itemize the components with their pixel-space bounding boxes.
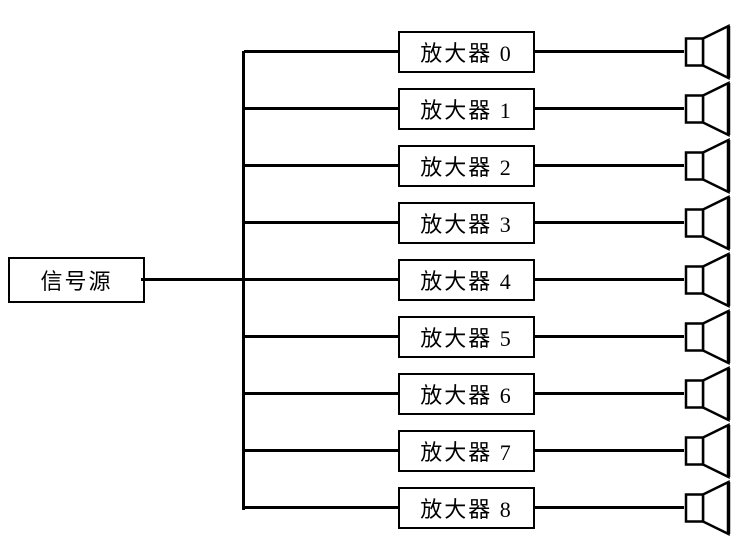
amplifier-box: 放大器 0 — [398, 31, 535, 73]
bus-branch-line — [244, 107, 398, 110]
speaker-line — [535, 335, 684, 338]
bus-branch-line — [244, 164, 398, 167]
amplifier-label: 放大器 4 — [420, 269, 513, 294]
speaker-icon — [684, 24, 731, 80]
amplifier-row: 放大器 4 — [0, 252, 740, 308]
amplifier-label: 放大器 0 — [420, 41, 513, 66]
amplifier-row: 放大器 8 — [0, 480, 740, 536]
bus-branch-line — [244, 392, 398, 395]
amplifier-box: 放大器 4 — [398, 259, 535, 301]
amplifier-row: 放大器 5 — [0, 309, 740, 365]
amplifier-label: 放大器 2 — [420, 155, 513, 180]
amplifier-label: 放大器 6 — [420, 383, 513, 408]
speaker-icon — [684, 81, 731, 137]
speaker-icon — [684, 423, 731, 479]
speaker-line — [535, 107, 684, 110]
speaker-line — [535, 164, 684, 167]
amplifier-box: 放大器 7 — [398, 430, 535, 472]
amplifier-row: 放大器 0 — [0, 24, 740, 80]
signal-source-box: 信号源 — [8, 257, 145, 303]
amplifier-box: 放大器 5 — [398, 316, 535, 358]
amplifier-row: 放大器 2 — [0, 138, 740, 194]
amplifier-box: 放大器 2 — [398, 145, 535, 187]
amplifier-box: 放大器 6 — [398, 373, 535, 415]
amplifier-label: 放大器 5 — [420, 326, 513, 351]
amplifier-row: 放大器 7 — [0, 423, 740, 479]
bus-branch-line — [244, 449, 398, 452]
amplifier-label: 放大器 7 — [420, 440, 513, 465]
speaker-icon — [684, 252, 731, 308]
amplifier-row: 放大器 6 — [0, 366, 740, 422]
speaker-icon — [684, 138, 731, 194]
bus-branch-line — [244, 335, 398, 338]
signal-source-label: 信号源 — [40, 269, 113, 294]
speaker-line — [535, 506, 684, 509]
speaker-line — [535, 278, 684, 281]
amplifier-label: 放大器 3 — [420, 212, 513, 237]
bus-branch-line — [244, 506, 398, 509]
amplifier-label: 放大器 8 — [420, 497, 513, 522]
source-feed-line — [141, 278, 398, 281]
speaker-line — [535, 449, 684, 452]
amplifier-box: 放大器 8 — [398, 487, 535, 529]
speaker-line — [535, 392, 684, 395]
amplifier-row: 放大器 1 — [0, 81, 740, 137]
speaker-line — [535, 221, 684, 224]
bus-branch-line — [244, 221, 398, 224]
speaker-icon — [684, 309, 731, 365]
bus-branch-line — [244, 50, 398, 53]
amplifier-box: 放大器 3 — [398, 202, 535, 244]
amplifier-row: 放大器 3 — [0, 195, 740, 251]
speaker-icon — [684, 366, 731, 422]
amplifier-label: 放大器 1 — [420, 98, 513, 123]
speaker-line — [535, 50, 684, 53]
speaker-icon — [684, 195, 731, 251]
amplifier-box: 放大器 1 — [398, 88, 535, 130]
speaker-icon — [684, 480, 731, 536]
